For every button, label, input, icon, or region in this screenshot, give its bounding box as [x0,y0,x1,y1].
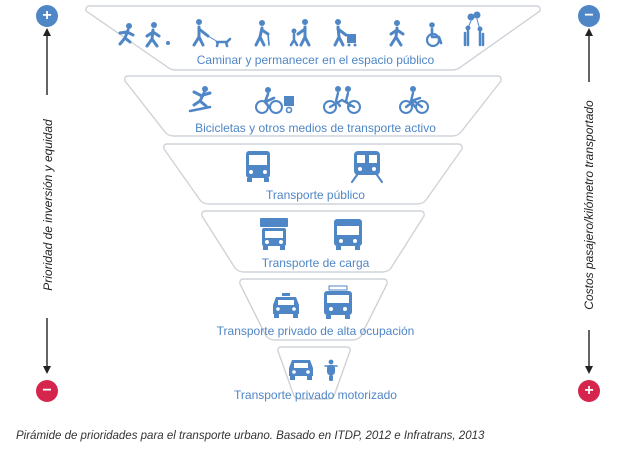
level-label-high-occupancy: Transporte privado de alta ocupación [216,324,415,338]
right-plus-sign: + [578,380,600,402]
level-label-bicycles: Bicicletas y otros medios de transporte … [195,121,436,135]
left-plus-sign: + [36,5,58,27]
person-with-cart-icon [333,19,357,47]
tandem-bicycle-icon [323,86,361,114]
level-label-public-transport: Transporte público [266,188,365,202]
delivery-truck-icon [260,218,288,250]
level-label-private-motorized: Transporte privado motorizado [234,388,397,402]
minibus-icon [324,285,352,319]
runner-icon [118,23,135,46]
person-with-balloons-icon [463,11,485,47]
cyclist-with-trailer-icon [255,87,294,114]
skateboarder-icon [188,86,212,113]
walker-with-dog-icon [192,19,232,48]
left-minus-sign: − [36,380,58,402]
level-label-walking: Caminar y permanecer en el espacio públi… [196,53,435,67]
pedestrian-icon [145,22,170,48]
left-axis-arrow [43,28,51,374]
train-icon [351,151,383,183]
car-icon [289,360,313,380]
right-minus-sign: − [578,5,600,27]
level-label-freight: Transporte de carga [261,256,370,270]
adult-with-child-icon [289,19,311,47]
right-axis-arrow [585,28,593,374]
figure-caption: Pirámide de prioridades para el transpor… [16,430,485,442]
cyclist-icon [399,86,429,114]
wheelchair-icon [425,22,443,48]
left-axis-label: Prioridad de inversión y equidad [41,119,55,291]
tier-public-transport [163,143,463,205]
tier-bicycles [124,75,502,137]
motorcycle-icon [324,359,338,381]
elderly-with-cane-icon [254,20,270,47]
pedestrian-icon [389,20,405,47]
cargo-truck-icon [334,219,362,250]
right-axis-label: Costos pasajero/kilómetro transportado [582,100,596,310]
tier-freight [201,210,425,273]
taxi-icon [273,293,299,318]
bus-icon [246,151,270,182]
